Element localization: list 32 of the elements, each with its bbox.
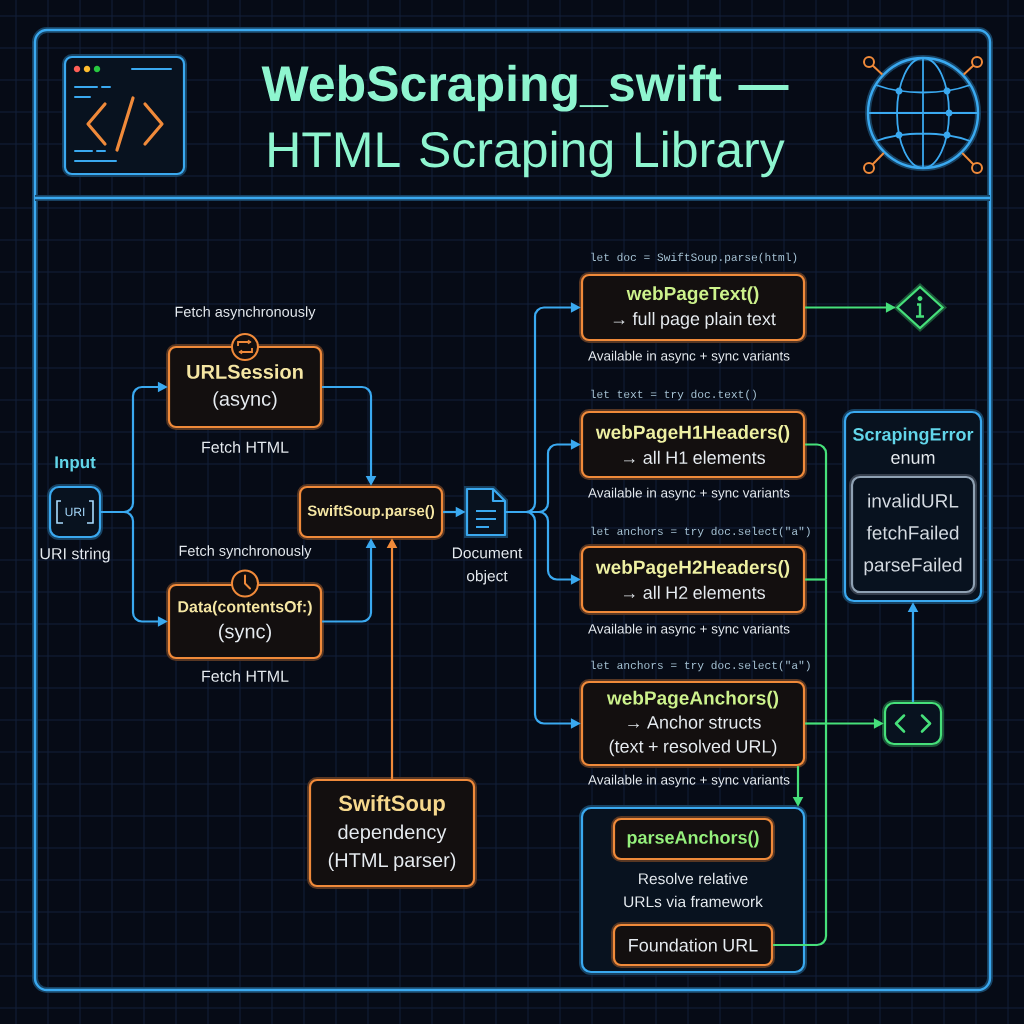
caption-text: Fetch asynchronously — [175, 306, 316, 320]
function-box: webPageH2Headers() → all H2 elements — [579, 544, 807, 615]
connector-line — [805, 443, 828, 580]
process-box: SwiftSoup.parse() — [297, 484, 445, 540]
function-box: parseAnchors() — [611, 816, 775, 862]
code-snippet: let anchors = try doc.select("a") — [591, 526, 810, 538]
caption-text: Fetch synchronously — [179, 545, 312, 559]
process-box: SwiftSoup dependency (HTML parser) — [307, 777, 477, 889]
document-icon — [464, 486, 508, 538]
list-box: invalidURL fetchFailed parseFailed — [849, 474, 977, 595]
caption-text: Fetch HTML — [202, 670, 289, 682]
uri-badge: URI — [47, 484, 103, 540]
note-text: Available in async + sync variants — [588, 487, 790, 501]
function-box: webPageH1Headers() → all H1 elements — [579, 409, 807, 480]
heading-label: Input — [55, 456, 96, 472]
connector-line — [773, 723, 828, 947]
caption-text: URI string — [40, 547, 110, 563]
function-box: webPageText() → full page plain text — [579, 272, 807, 343]
note-text: Available in async + sync variants — [588, 350, 790, 364]
caption-text: Document object — [452, 547, 523, 585]
connector-line — [805, 722, 826, 725]
title: WebScraping_swift — HTML Scraping Library — [261, 64, 789, 178]
process-box: Data(contentsOf:) (sync) — [166, 582, 324, 661]
caption-text: Fetch HTML — [202, 441, 289, 453]
note-text: Available in async + sync variants — [588, 774, 790, 788]
process-box: Foundation URL — [611, 922, 775, 968]
code-snippet: let text = try doc.text() — [591, 389, 756, 401]
code-snippet: let anchors = try doc.select("a") — [591, 660, 810, 672]
note-text: Available in async + sync variants — [588, 623, 790, 637]
process-box: URLSession (async) — [166, 344, 324, 430]
code-snippet: let doc = SwiftSoup.parse(html) — [591, 252, 797, 264]
function-box: webPageAnchors() → Anchor structs (text + resolved URL) — [579, 679, 807, 768]
